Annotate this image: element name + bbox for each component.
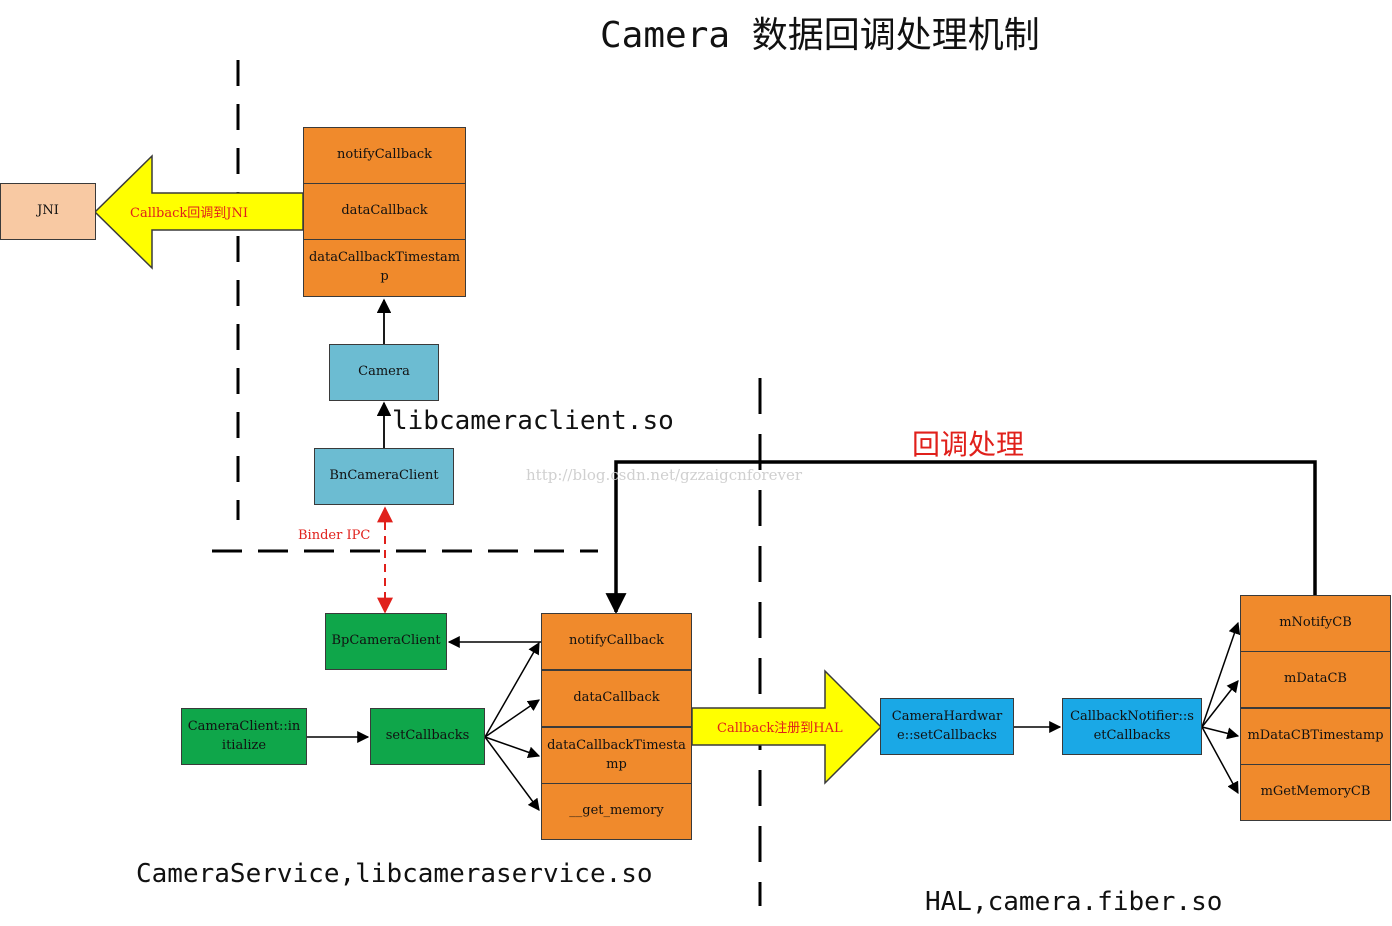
client-data-callback-box: dataCallback — [303, 183, 466, 240]
arrow-set-to-data — [484, 699, 540, 738]
watermark-text: http://blog.csdn.net/gzzaigcnforever — [526, 466, 802, 484]
service-data-callback-timestamp-box: dataCallbackTimestamp — [541, 727, 692, 784]
client-notify-callback-box: notifyCallback — [303, 127, 466, 184]
m-data-cb-timestamp-box: mDataCBTimestamp — [1240, 708, 1391, 765]
camera-hardware-set-callbacks-box: CameraHardware::setCallbacks — [880, 698, 1014, 755]
callback-register-hal-arrow — [691, 669, 883, 785]
callback-processing-loop — [605, 460, 1317, 615]
callback-processing-label: 回调处理 — [912, 428, 1025, 461]
arrow-notifier-to-mnotify — [1201, 621, 1241, 728]
arrow-notifier-to-mdata — [1201, 680, 1239, 728]
cameraservice-label: CameraService,libcameraservice.so — [136, 859, 653, 889]
client-data-callback-timestamp-box: dataCallbackTimestamp — [303, 239, 466, 297]
callback-to-jni-arrow — [93, 154, 304, 270]
bn-camera-client-box: BnCameraClient — [314, 448, 454, 505]
service-data-callback-box: dataCallback — [541, 670, 692, 727]
set-callbacks-box: setCallbacks — [370, 708, 485, 765]
service-notify-callback-box: notifyCallback — [541, 613, 692, 670]
arrow-notifier-to-mtimestamp — [1201, 726, 1240, 740]
bp-camera-client-box: BpCameraClient — [325, 613, 447, 670]
service-get-memory-box: __get_memory — [541, 783, 692, 840]
hal-label: HAL,camera.fiber.so — [925, 887, 1223, 917]
arrow-notifier-to-mgetmemory — [1201, 726, 1239, 795]
libcameraclient-label: libcameraclient.so — [392, 406, 674, 436]
callback-to-jni-label: Callback回调到JNI — [130, 206, 248, 221]
callback-notifier-set-callbacks-box: CallbackNotifier::setCallbacks — [1062, 698, 1202, 755]
m-data-cb-box: mDataCB — [1240, 651, 1391, 708]
m-get-memory-cb-box: mGetMemoryCB — [1240, 764, 1391, 821]
binder-ipc-label: Binder IPC — [298, 528, 371, 543]
callback-register-hal-label: Callback注册到HAL — [717, 721, 843, 736]
diagram-title: Camera 数据回调处理机制 — [600, 15, 1040, 56]
m-notify-cb-box: mNotifyCB — [1240, 595, 1391, 652]
camera-client-initialize-box: CameraClient::initialize — [181, 708, 307, 765]
arrow-set-to-timestamp — [484, 736, 541, 759]
arrow-set-to-getmemory — [484, 736, 540, 811]
camera-box: Camera — [329, 344, 439, 401]
jni-box: JNI — [0, 183, 96, 240]
arrow-set-to-notify — [484, 641, 540, 738]
